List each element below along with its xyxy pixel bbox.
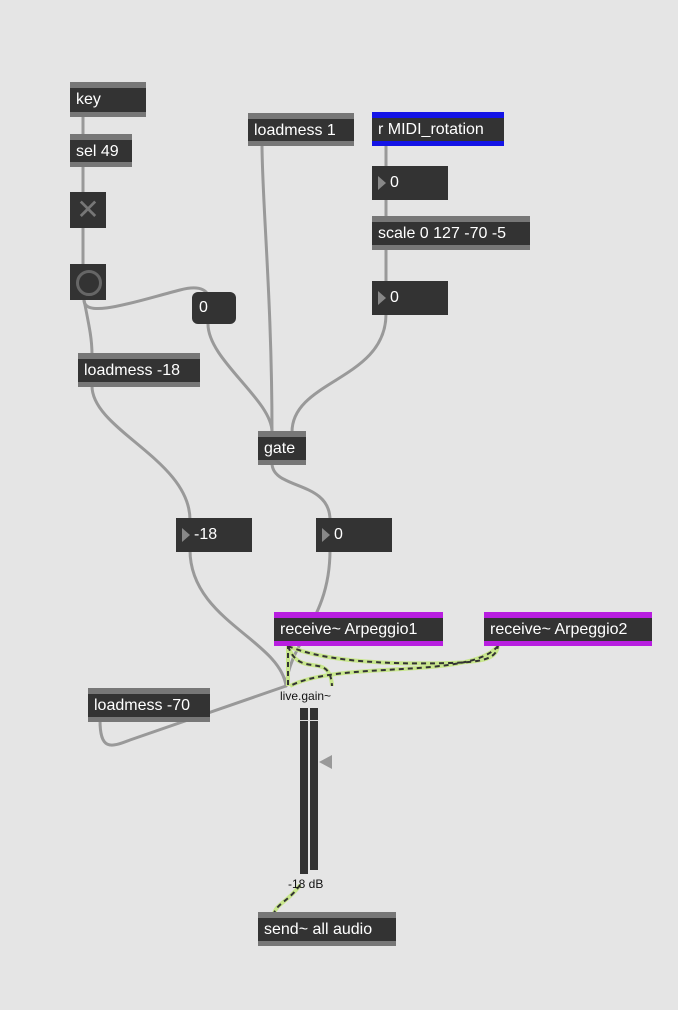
number-gate-out[interactable]: 0 xyxy=(316,518,392,552)
toggle[interactable]: ✕ xyxy=(70,192,106,228)
x-icon: ✕ xyxy=(76,194,100,225)
live-gain-value: -18 dB xyxy=(288,877,324,891)
meter-left xyxy=(300,708,308,874)
circle-icon xyxy=(76,270,102,296)
bang-button[interactable] xyxy=(70,264,106,300)
loadmess-1-object[interactable]: loadmess 1 xyxy=(248,113,354,146)
gate-object[interactable]: gate xyxy=(258,431,306,465)
meter-right xyxy=(310,708,318,870)
loadmess-70-object[interactable]: loadmess -70 xyxy=(88,688,210,722)
message-zero[interactable]: 0 xyxy=(192,292,236,324)
scale-object[interactable]: scale 0 127 -70 -5 xyxy=(372,216,530,250)
number-midi-in[interactable]: 0 xyxy=(372,166,448,200)
send-all-audio[interactable]: send~ all audio xyxy=(258,912,396,946)
live-gain-label: live.gain~ xyxy=(280,689,332,703)
loadmess-18-object[interactable]: loadmess -18 xyxy=(78,353,200,387)
number-scaled[interactable]: 0 xyxy=(372,281,448,315)
receive-arpeggio2[interactable]: receive~ Arpeggio2 xyxy=(484,612,652,646)
live-gain-slider[interactable] xyxy=(300,708,332,874)
sel-object[interactable]: sel 49 xyxy=(70,134,132,167)
receive-midi-rotation[interactable]: r MIDI_rotation xyxy=(372,112,504,146)
receive-arpeggio1[interactable]: receive~ Arpeggio1 xyxy=(274,612,443,646)
gain-triangle-icon[interactable] xyxy=(319,755,332,769)
number-gain[interactable]: -18 xyxy=(176,518,252,552)
key-object[interactable]: key xyxy=(70,82,146,117)
